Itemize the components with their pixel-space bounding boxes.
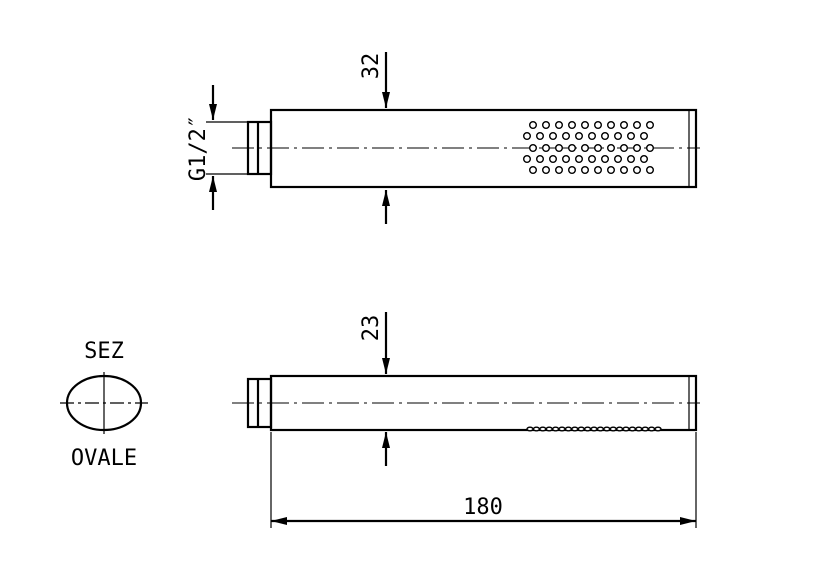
dimension-32: 32 [359,52,390,224]
spray-hole [620,165,629,174]
spray-hole-side [545,426,553,432]
spray-hole [542,165,551,174]
spray-hole [620,143,629,152]
spray-hole [640,131,649,140]
spray-hole-side [558,426,566,432]
spray-hole [536,154,545,163]
spray-hole [607,143,616,152]
spray-hole-side [526,426,534,432]
spray-hole-side [577,426,585,432]
spray-hole [633,165,642,174]
spray-hole [588,131,597,140]
spray-hole-side [622,426,630,432]
spray-hole [523,131,532,140]
spray-hole [607,165,616,174]
spray-hole [601,131,610,140]
section-label-bottom: OVALE [71,446,137,471]
spray-holes [523,120,655,174]
spray-hole-side [551,426,560,432]
spray-hole [568,120,577,129]
spray-hole [646,120,655,129]
spray-hole [627,131,636,140]
spray-hole [581,120,590,129]
spray-hole-side [596,426,605,432]
spray-hole [594,165,603,174]
spray-hole-side [532,426,541,432]
spray-hole [640,154,649,163]
spray-hole-side [615,426,624,432]
spray-hole-side [583,426,592,432]
spray-hole [562,154,571,163]
spray-hole-side [603,426,611,432]
spray-holes-side [526,426,662,432]
side-view: 23 180 [232,312,700,528]
spray-hole [549,131,558,140]
spray-hole-side [539,426,547,432]
spray-hole [633,143,642,152]
dimension-thread: G1/2″ [186,85,248,210]
spray-hole-side [609,426,617,432]
spray-hole [627,154,636,163]
spray-hole-side [647,426,656,432]
spray-hole [633,120,642,129]
dimension-23-label: 23 [359,315,384,342]
dimension-32-label: 32 [359,53,384,80]
top-view: 32 G1/2″ [186,52,700,224]
dimension-180: 180 [270,432,697,528]
spray-hole [529,165,538,174]
spray-hole [562,131,571,140]
spray-hole-side [571,426,579,432]
spray-hole [588,154,597,163]
spray-hole [529,120,538,129]
spray-hole-side [590,426,598,432]
spray-hole [568,143,577,152]
spray-hole-side [635,426,643,432]
spray-hole [542,120,551,129]
spray-hole [620,120,629,129]
spray-hole [555,120,564,129]
spray-hole [646,165,655,174]
spray-hole [555,143,564,152]
spray-hole [614,154,623,163]
spray-hole [601,154,610,163]
spray-hole [607,120,616,129]
spray-hole-side [641,426,649,432]
spray-hole [594,120,603,129]
spray-hole [646,143,655,152]
spray-hole [581,143,590,152]
spray-hole [529,143,538,152]
spray-hole-side [564,426,573,432]
spray-hole [555,165,564,174]
spray-hole [568,165,577,174]
spray-hole [594,143,603,152]
spray-hole [536,131,545,140]
oval-section: SEZ OVALE [60,339,148,471]
dimension-180-label: 180 [463,495,503,520]
spray-hole [614,131,623,140]
spray-hole [542,143,551,152]
dimension-thread-label: G1/2″ [186,115,211,181]
spray-hole [575,154,584,163]
spray-hole [581,165,590,174]
spray-hole-side [628,426,637,432]
spray-hole [549,154,558,163]
dimension-23: 23 [359,312,390,466]
section-label-top: SEZ [84,339,124,364]
spray-hole-side [654,426,662,432]
spray-hole [523,154,532,163]
spray-hole [575,131,584,140]
